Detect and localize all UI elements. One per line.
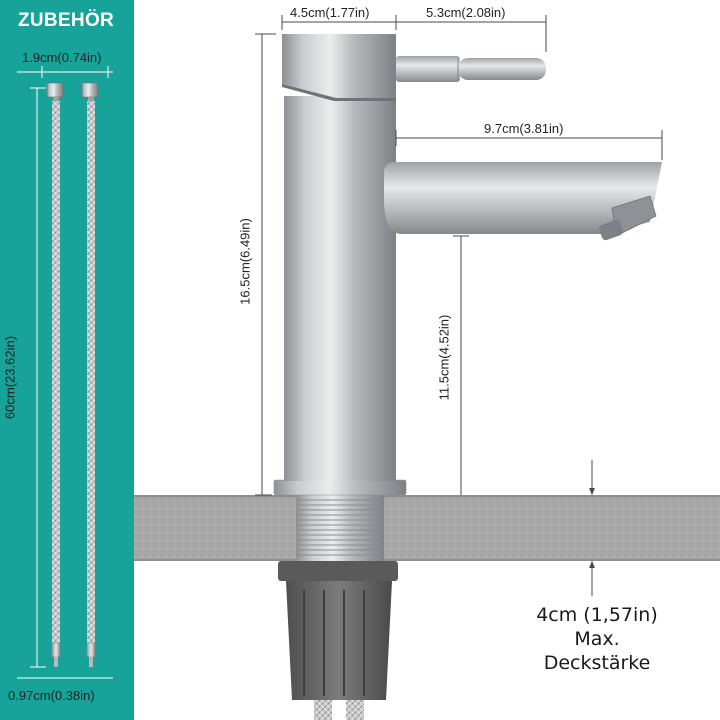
base-ring [273, 479, 407, 496]
spout [384, 162, 662, 241]
threaded-shank [296, 493, 384, 563]
body-width-label: 4.5cm(1.77in) [290, 5, 370, 20]
spout-reach-label: 9.7cm(3.81in) [484, 121, 564, 136]
nut-width-label: 1.9cm(0.74in) [22, 50, 102, 65]
hose-left [46, 82, 64, 667]
deck-thickness-line2: Deckstärke [543, 652, 651, 674]
dimension-lines [255, 15, 663, 596]
deck-thickness-line1: 4cm (1,57in) Max. [536, 604, 658, 650]
handle-length-label: 5.3cm(2.08in) [426, 5, 506, 20]
total-height-label: 16.5cm(6.49in) [237, 218, 253, 305]
handle-lever [396, 56, 546, 82]
faucet-body [284, 96, 396, 481]
dimension-arrows [589, 488, 595, 568]
tip-width-label: 0.97cm(0.38in) [8, 688, 95, 703]
deck-thickness-note: 4cm (1,57in) Max. Deckstärke [512, 603, 682, 675]
countertop [134, 495, 720, 561]
sidebar-dimension-lines [17, 66, 113, 679]
mounting-nut [278, 561, 398, 720]
hose-length-label: 60cm(23.62in) [2, 335, 18, 420]
accessories-title: ZUBEHÖR [18, 10, 115, 31]
faucet-cap [282, 34, 396, 101]
spout-height-label: 11.5cm(4.52in) [436, 314, 452, 401]
accessories-panel [0, 0, 134, 720]
hose-right [81, 82, 99, 667]
